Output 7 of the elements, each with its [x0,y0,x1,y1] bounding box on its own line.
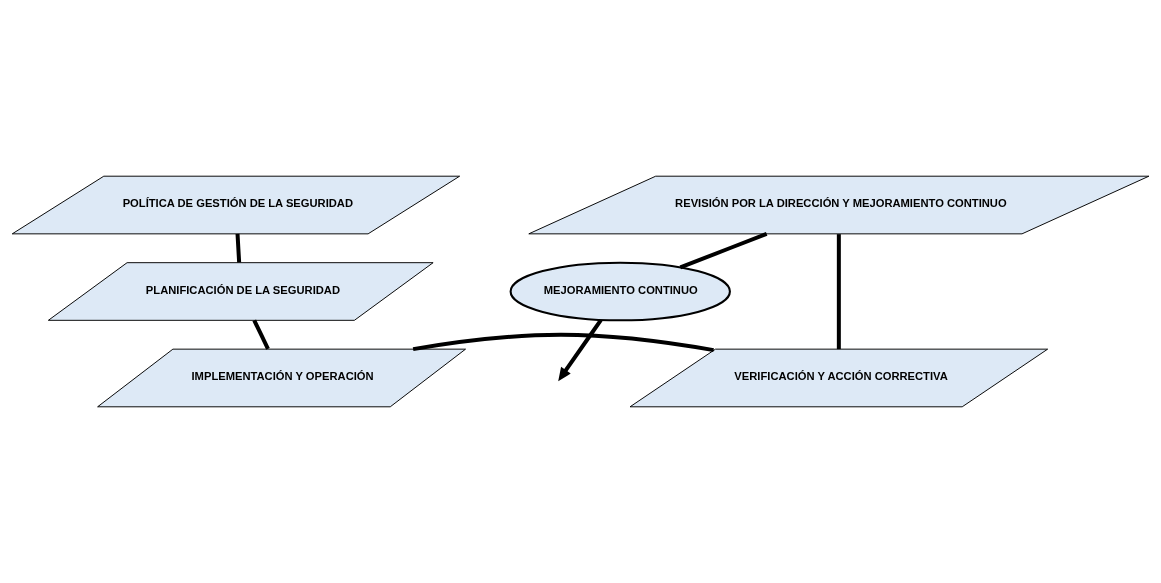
connector [679,232,768,270]
connector [412,332,714,353]
connector [836,234,841,350]
arrow [558,318,603,382]
connector [252,319,270,350]
connector [235,233,242,263]
node-ellipse: MEJORAMIENTO CONTINUO [509,261,731,322]
